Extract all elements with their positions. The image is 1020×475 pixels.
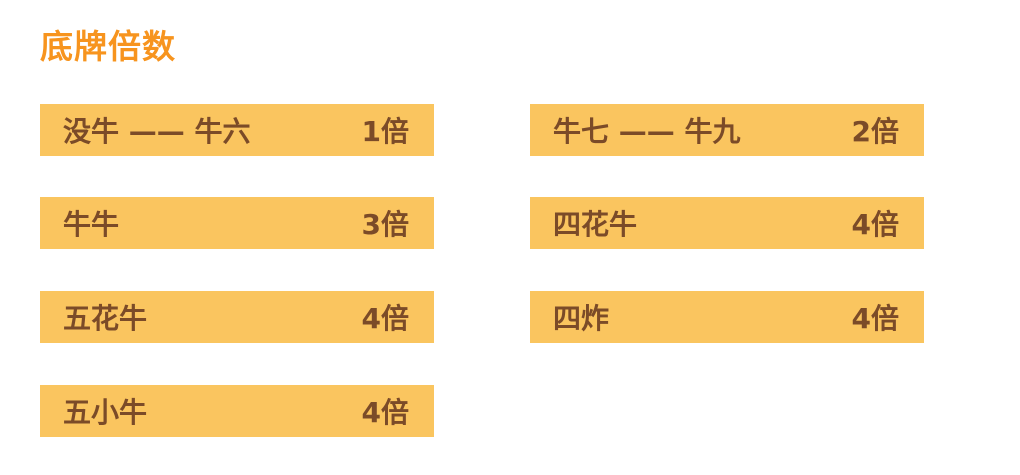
- multiplier-value: 3倍: [361, 208, 409, 241]
- multiplier-row-four-flower-bull: 四花牛 4倍: [530, 197, 924, 249]
- hand-label: 五小牛: [63, 396, 148, 429]
- multiplier-value: 4倍: [361, 302, 409, 335]
- hand-label: 没牛 —— 牛六: [63, 115, 251, 148]
- multiplier-row-five-flower-bull: 五花牛 4倍: [40, 291, 434, 343]
- multiplier-row-bull7-to-bull9: 牛七 —— 牛九 2倍: [530, 104, 924, 156]
- multiplier-value: 4倍: [361, 396, 409, 429]
- multiplier-value: 2倍: [851, 115, 899, 148]
- page-title: 底牌倍数: [40, 27, 176, 66]
- hand-label: 四花牛: [553, 208, 638, 241]
- hand-label: 牛牛: [63, 208, 120, 241]
- multiplier-row-four-bomb: 四炸 4倍: [530, 291, 924, 343]
- multiplier-row-no-bull-to-bull6: 没牛 —— 牛六 1倍: [40, 104, 434, 156]
- hand-label: 牛七 —— 牛九: [553, 115, 741, 148]
- hand-label: 五花牛: [63, 302, 148, 335]
- hand-label: 四炸: [553, 302, 610, 335]
- multiplier-value: 1倍: [361, 115, 409, 148]
- multiplier-row-bull-bull: 牛牛 3倍: [40, 197, 434, 249]
- multiplier-row-five-small-bull: 五小牛 4倍: [40, 385, 434, 437]
- multiplier-value: 4倍: [851, 208, 899, 241]
- multiplier-value: 4倍: [851, 302, 899, 335]
